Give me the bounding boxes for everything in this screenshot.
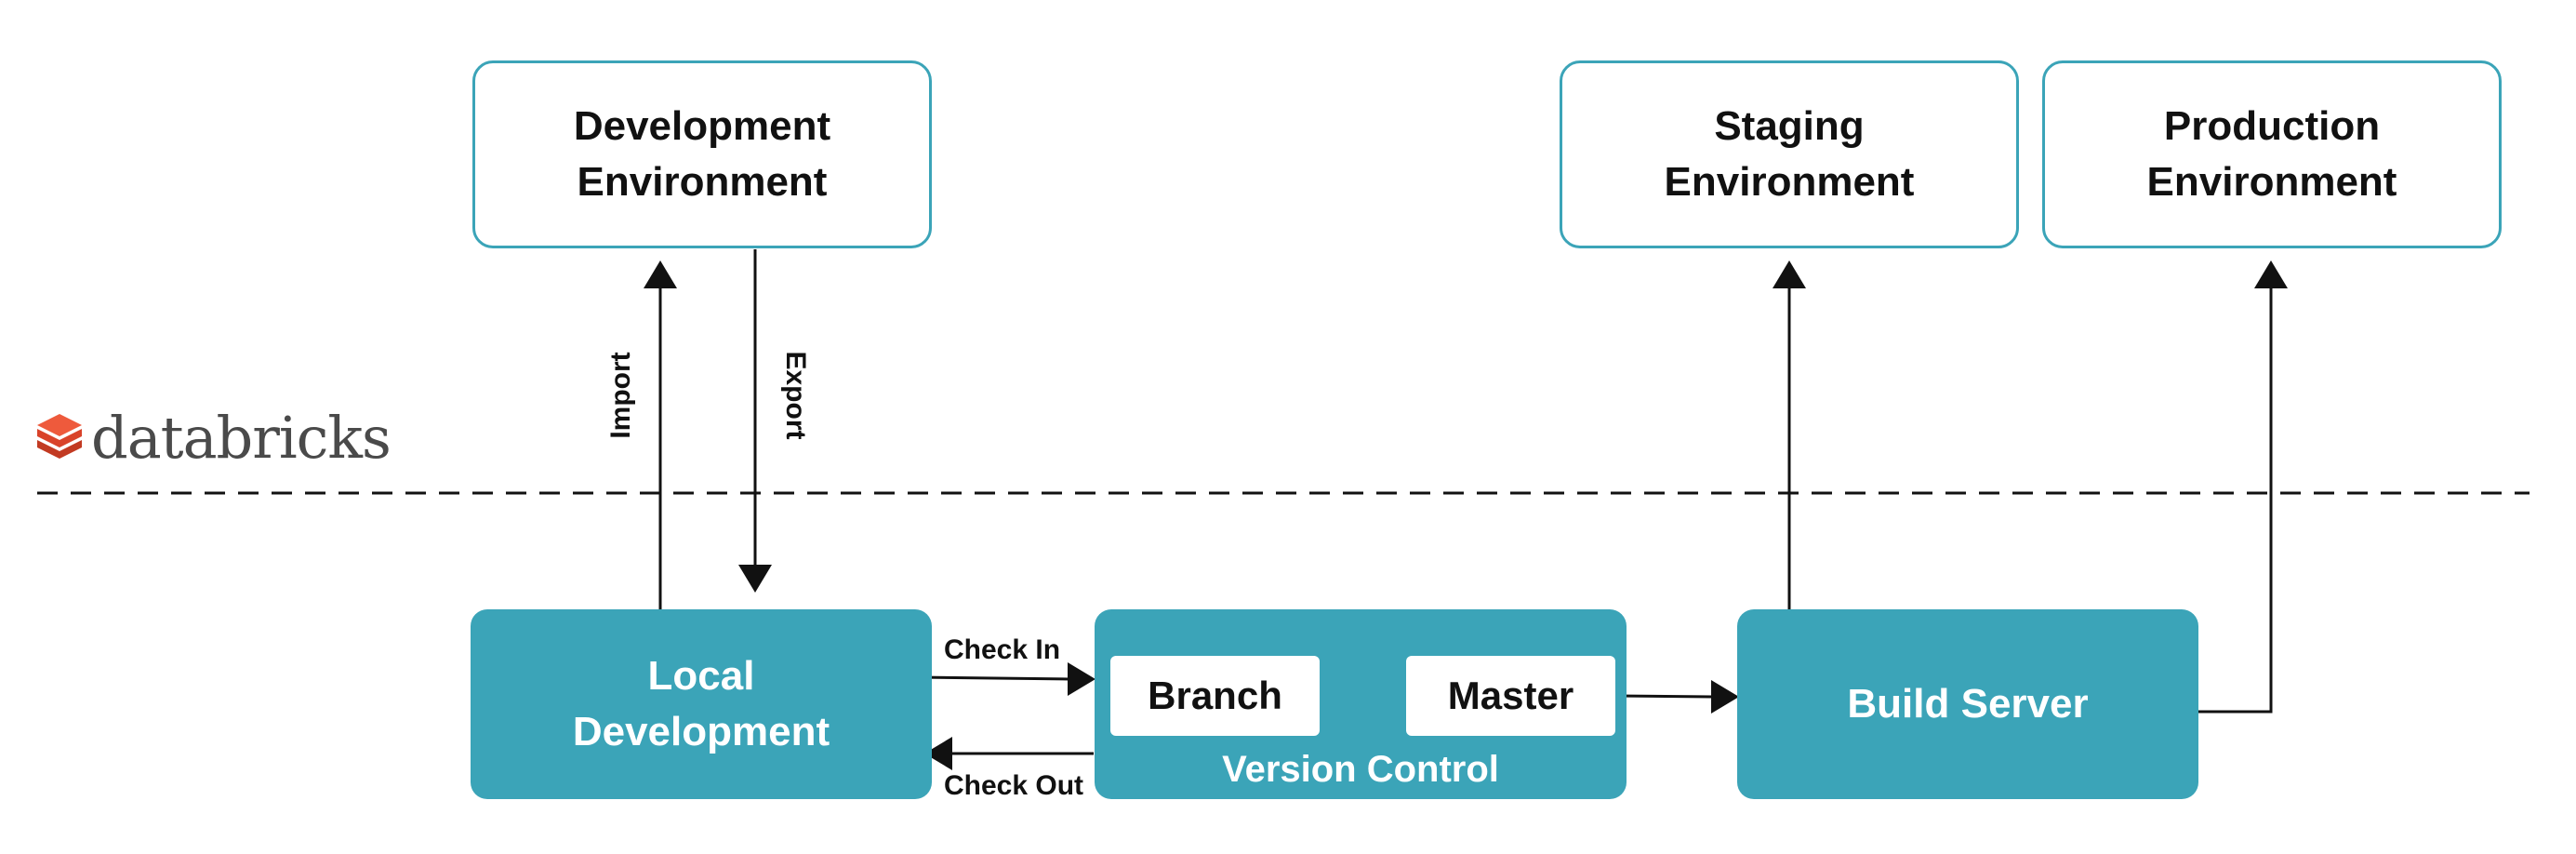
vc-to-build-arrow bbox=[1615, 694, 1714, 699]
version-control-label: Version Control bbox=[1222, 749, 1499, 790]
master-box: Master bbox=[1406, 656, 1615, 736]
import-label: Import bbox=[605, 352, 636, 439]
master-label: Master bbox=[1447, 674, 1574, 717]
version-control-box: Branch Master Version Control bbox=[1095, 609, 1627, 799]
build-server-label: Build Server bbox=[1847, 681, 2089, 727]
build-to-production-arrow bbox=[2198, 284, 2273, 714]
development-environment-label: Development Environment bbox=[573, 103, 831, 205]
production-environment-box: Production Environment bbox=[2042, 60, 2502, 248]
check-in-arrow bbox=[915, 675, 1070, 681]
staging-environment-box: Staging Environment bbox=[1560, 60, 2019, 248]
branch-label: Branch bbox=[1148, 674, 1282, 717]
production-environment-label: Production Environment bbox=[2146, 103, 2397, 205]
build-server-box: Build Server bbox=[1737, 609, 2198, 799]
databricks-logo: databricks bbox=[35, 404, 392, 472]
local-development-label: Local Development bbox=[572, 653, 830, 754]
import-arrowhead bbox=[644, 260, 677, 288]
check-in-arrowhead bbox=[1068, 662, 1095, 696]
check-out-label: Check Out bbox=[944, 770, 1084, 801]
check-in-label: Check In bbox=[944, 634, 1061, 665]
databricks-wordmark: databricks bbox=[91, 403, 392, 472]
databricks-logo-icon bbox=[37, 414, 82, 459]
development-environment-box: Development Environment bbox=[472, 60, 932, 248]
branch-box: Branch bbox=[1110, 656, 1320, 736]
export-label: Export bbox=[780, 351, 811, 440]
vc-to-build-arrowhead bbox=[1711, 680, 1739, 714]
build-to-production-arrowhead bbox=[2254, 260, 2288, 288]
export-arrowhead bbox=[738, 565, 772, 593]
local-development-box: Local Development bbox=[471, 609, 932, 799]
staging-environment-label: Staging Environment bbox=[1664, 103, 1915, 205]
build-to-staging-arrowhead bbox=[1773, 260, 1806, 288]
check-out-arrowhead bbox=[924, 737, 952, 770]
